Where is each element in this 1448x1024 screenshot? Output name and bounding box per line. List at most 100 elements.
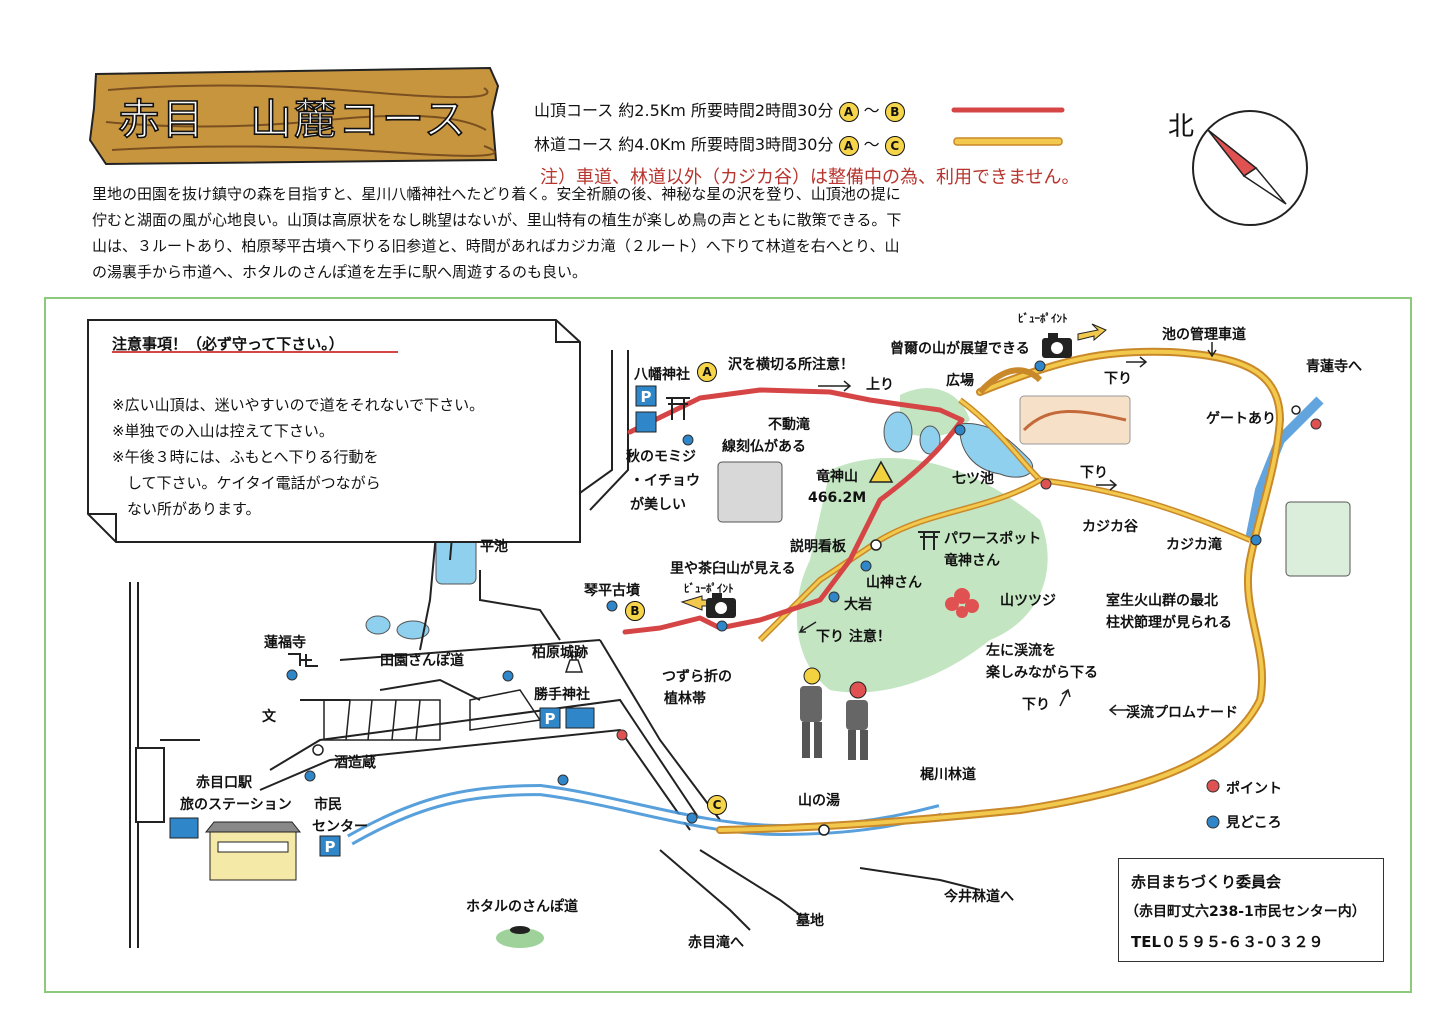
lake-illustration — [1019, 395, 1131, 445]
point-markers — [446, 418, 1322, 793]
label-bochi: 墓地 — [796, 913, 824, 929]
sightseeing-markers — [286, 360, 1262, 829]
label-station-2: 旅のステーション — [180, 797, 292, 813]
label-ryujin-san: 竜神さん — [944, 553, 1000, 569]
intro-text: 里地の田園を抜け鎮守の森を目指すと、星川八幡神社へたどり着く。安全祈願の後、神秘… — [92, 185, 902, 281]
title-wood-board — [88, 66, 500, 166]
sign-marker — [870, 539, 882, 551]
label-tsuzura-2: 植林帯 — [664, 691, 706, 707]
label-nobori: 上り — [866, 377, 894, 393]
label-katte: 勝手神社 — [534, 687, 590, 703]
hikers-illustration — [800, 667, 868, 760]
summit-course-route — [622, 387, 965, 635]
label-station-1: 赤目口駅 — [196, 775, 252, 791]
marker-b: B — [625, 601, 645, 621]
temple-icon — [288, 653, 318, 667]
parking-icon: P — [539, 707, 561, 729]
kajika-falls-illustration — [1285, 501, 1351, 577]
label-gate: ゲートあり — [1206, 411, 1276, 427]
torii-icon — [666, 397, 690, 420]
label-soni-view: 曾爾の山が展望できる — [890, 341, 1030, 357]
svg-text:P: P — [641, 388, 652, 406]
building-illustration — [204, 821, 302, 881]
camera-icon — [706, 593, 736, 618]
svg-text:P: P — [325, 838, 336, 856]
label-satoya: 里や茶臼山が見える — [670, 561, 796, 577]
label-elevation: 466.2M — [808, 490, 867, 506]
station-platform — [135, 747, 165, 823]
marker-a-icon: A — [838, 135, 859, 156]
label-hachiman: 八幡神社 — [634, 367, 690, 383]
legend-forest-course: 林道コース 約4.0Km 所要時間3時間30分 A ～ C — [534, 131, 905, 156]
label-denen: 田園さんぽ道 — [380, 653, 464, 669]
caution-list: ※広い山頂は、迷いやすいので道をそれないで下さい。 ※単独での入山は控えて下さい… — [112, 396, 485, 518]
label-keiryu-1: 左に渓流を — [986, 643, 1056, 659]
label-viewpoint-2: ﾋﾞｭｰﾎﾟｲﾝﾄ — [684, 582, 734, 595]
label-kudari-2: 下り — [1080, 465, 1108, 481]
label-oiwa: 大岩 — [844, 597, 872, 613]
label-school: 文 — [262, 709, 276, 725]
pond — [919, 425, 941, 455]
torii-icon — [918, 531, 940, 550]
waterfall-illustration — [717, 461, 783, 523]
legend-midokoro-label: 見どころ — [1226, 815, 1282, 831]
label-renpukuji: 蓮福寺 — [264, 635, 306, 651]
svg-text:P: P — [545, 710, 556, 728]
contact-box: 赤目まちづくり委員会 （赤目町丈六238-1市民センター内） TEL０５９５-６… — [1118, 858, 1384, 962]
label-momiji-3: が美しい — [630, 497, 686, 513]
label-momiji-1: 秋のモミジ — [626, 449, 696, 465]
marker-a: A — [697, 362, 717, 382]
label-promenade: 渓流プロムナード — [1126, 705, 1238, 721]
label-kudari-chui: 下り 注意！ — [816, 629, 891, 645]
label-kazan-1: 室生火山群の最北 — [1106, 593, 1218, 609]
legend-route-swatches — [951, 107, 1065, 146]
label-setsumei: 説明看板 — [790, 539, 846, 555]
label-imai: 今井林道へ — [944, 889, 1014, 905]
compass — [1192, 110, 1308, 226]
label-kajikawa: 梶川林道 — [920, 767, 976, 783]
label-hotaru: ホタルのさんぽ道 — [466, 899, 578, 915]
rice-fields — [323, 689, 542, 741]
compass-north-label: 北 — [1168, 112, 1195, 142]
contact-address: （赤目町丈六238-1市民センター内） — [1125, 904, 1366, 920]
label-tsuzura-1: つずら折の — [662, 669, 732, 685]
castle-icon — [564, 651, 584, 673]
azalea-illustration — [945, 588, 979, 618]
label-sanjin: 山神さん — [866, 575, 922, 591]
summit-triangle-icon — [868, 460, 894, 483]
label-momiji-2: ・イチョウ — [630, 473, 700, 489]
label-fudo: 不動滝 — [768, 417, 810, 433]
label-sawa: 沢を横切る所注意！ — [728, 357, 854, 373]
toilet-icon — [635, 411, 657, 433]
label-kazan-2: 柱状節理が見られる — [1106, 615, 1232, 631]
toilet-icon — [565, 707, 595, 729]
label-ryujin-mountain: 竜神山 — [816, 469, 858, 485]
label-power-spot: パワースポット — [944, 531, 1042, 547]
label-kajika-dani: カジカ谷 — [1082, 519, 1138, 535]
label-yamanoyu: 山の湯 — [798, 793, 840, 809]
parking-icon: P — [635, 385, 657, 407]
viewpoint-arrow-icon — [1077, 323, 1107, 342]
firefly-illustration — [496, 926, 544, 948]
contact-org: 赤目まちづくり委員会 — [1131, 873, 1282, 891]
label-kudari-3: 下り — [1022, 697, 1050, 713]
label-seirenji: 青蓮寺へ — [1306, 359, 1362, 375]
label-senkoku: 線刻仏がある — [722, 439, 806, 455]
label-kashiwara: 柏原城跡 — [532, 645, 588, 661]
label-hiroba: 広場 — [946, 373, 974, 389]
direction-arrows — [798, 342, 1217, 716]
label-tsutsuji: 山ツツジ — [1000, 593, 1056, 609]
label-shimin-2: センター — [312, 819, 368, 835]
label-keiryu-2: 楽しみながら下る — [986, 665, 1098, 681]
label-nanatsu-ike: 七ツ池 — [952, 471, 994, 487]
label-akame-taki: 赤目滝へ — [688, 935, 744, 951]
marker-c: C — [707, 795, 727, 815]
label-kajika-taki: カジカ滝 — [1166, 537, 1222, 553]
legend-point-label: ポイント — [1226, 781, 1282, 797]
label-viewpoint-1: ﾋﾞｭｰﾎﾟｲﾝﾄ — [1018, 312, 1068, 325]
caution-box — [87, 319, 581, 543]
marker-c-icon: C — [884, 135, 905, 156]
label-hiraike: 平池 — [480, 539, 508, 555]
page-title: 赤目 山麓コース — [117, 94, 468, 145]
